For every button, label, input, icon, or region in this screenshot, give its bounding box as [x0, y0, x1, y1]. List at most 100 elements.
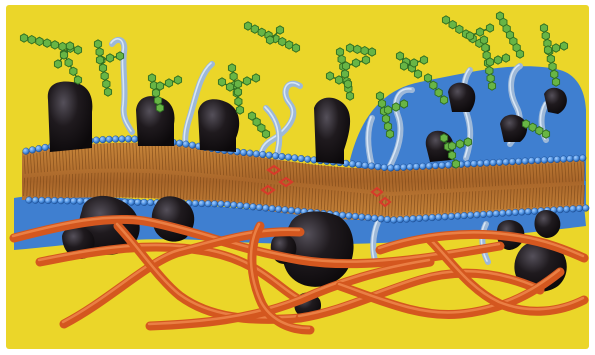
sugar-residue — [66, 42, 73, 50]
phospholipid-icon — [231, 202, 238, 209]
phospholipid-icon — [42, 144, 49, 151]
phospholipid-icon — [580, 155, 587, 162]
sugar-residue — [476, 28, 483, 36]
sugar-residue — [410, 59, 417, 67]
sugar-residue — [396, 52, 403, 60]
sugar-residue — [262, 130, 269, 138]
sugar-residue — [420, 56, 427, 64]
phospholipid-icon — [176, 140, 183, 147]
sugar-residue — [516, 50, 523, 58]
sugar-residue — [342, 62, 349, 70]
sugar-residue — [94, 40, 101, 48]
phospholipid-icon — [272, 153, 279, 160]
phospholipid-icon — [269, 205, 276, 212]
phospholipid-icon — [506, 210, 513, 217]
sugar-residue — [234, 88, 241, 96]
phospholipid-icon — [356, 161, 363, 168]
phospholipid-icon — [471, 160, 478, 167]
phospholipid-icon — [541, 157, 548, 164]
phospholipid-icon — [205, 200, 212, 207]
phospholipid-icon — [253, 151, 260, 158]
sugar-residue — [488, 82, 495, 90]
phospholipid-icon — [570, 206, 577, 213]
sugar-residue — [174, 76, 181, 84]
sugar-residue — [156, 104, 163, 112]
sugar-residue — [400, 62, 407, 70]
sugar-residue — [464, 138, 471, 146]
phospholipid-icon — [493, 210, 500, 217]
sugar-residue — [536, 127, 543, 135]
phospholipid-icon — [503, 159, 510, 166]
sugar-residue — [54, 60, 61, 68]
phospholipid-icon — [445, 162, 452, 169]
sugar-residue — [435, 89, 442, 97]
phospholipid-icon — [77, 198, 84, 205]
phospholipid-icon — [397, 216, 404, 223]
sugar-residue — [522, 120, 529, 128]
phospholipid-icon — [557, 206, 564, 213]
sugar-residue — [51, 41, 58, 49]
integral-protein-icon — [448, 83, 475, 112]
sugar-residue — [392, 103, 399, 111]
phospholipid-icon — [64, 198, 71, 205]
phospholipid-icon — [112, 136, 119, 143]
sugar-residue — [244, 22, 251, 30]
phospholipid-icon — [522, 158, 529, 165]
phospholipid-icon — [199, 200, 206, 207]
phospholipid-icon — [240, 149, 247, 156]
phospholipid-icon — [563, 206, 570, 213]
sugar-residue — [243, 77, 250, 85]
sugar-residue — [494, 56, 501, 64]
phospholipid-icon — [368, 163, 375, 170]
phospholipid-icon — [192, 200, 199, 207]
phospholipid-icon — [183, 141, 190, 148]
sugar-residue — [480, 36, 487, 44]
sugar-residue — [346, 44, 353, 52]
phospholipid-icon — [583, 205, 590, 212]
phospholipid-icon — [499, 210, 506, 217]
phospholipid-icon — [371, 215, 378, 222]
sugar-residue — [386, 130, 393, 138]
sugar-residue — [449, 21, 456, 29]
integral-protein-icon — [198, 99, 239, 152]
sugar-residue — [59, 42, 66, 50]
phospholipid-icon — [39, 197, 46, 204]
sugar-residue — [20, 34, 27, 42]
phospholipid-icon — [288, 207, 295, 214]
phospholipid-icon — [516, 158, 523, 165]
phospholipid-icon — [467, 212, 474, 219]
phospholipid-icon — [189, 142, 196, 149]
sugar-residue — [60, 51, 67, 59]
phospholipid-icon — [496, 159, 503, 166]
phospholipid-icon — [352, 213, 359, 220]
sugar-residue — [452, 160, 459, 168]
sugar-residue — [96, 48, 103, 56]
sugar-residue — [65, 59, 72, 67]
phospholipid-icon — [125, 136, 132, 143]
sugar-residue — [400, 100, 407, 108]
phospholipid-icon — [266, 152, 273, 159]
sugar-residue — [542, 130, 549, 138]
sugar-residue — [99, 64, 106, 72]
phospholipid-icon — [519, 209, 526, 216]
sugar-residue — [258, 28, 265, 36]
sugar-residue — [96, 56, 103, 64]
sugar-residue — [362, 56, 369, 64]
sugar-residue — [292, 44, 299, 52]
sugar-residue — [542, 32, 549, 40]
phospholipid-icon — [525, 208, 532, 215]
sugar-residue — [486, 67, 493, 75]
phospholipid-icon — [292, 155, 299, 162]
sugar-residue — [341, 70, 348, 78]
phospholipid-icon — [426, 163, 433, 170]
sugar-residue — [234, 80, 241, 88]
phospholipid-icon — [362, 162, 369, 169]
sugar-residue — [36, 37, 43, 45]
phospholipid-icon — [573, 155, 580, 162]
phospholipid-icon — [36, 145, 43, 152]
phospholipid-icon — [100, 136, 107, 143]
sugar-residue — [442, 16, 449, 24]
sugar-residue — [74, 46, 81, 54]
phospholipid-icon — [464, 161, 471, 168]
